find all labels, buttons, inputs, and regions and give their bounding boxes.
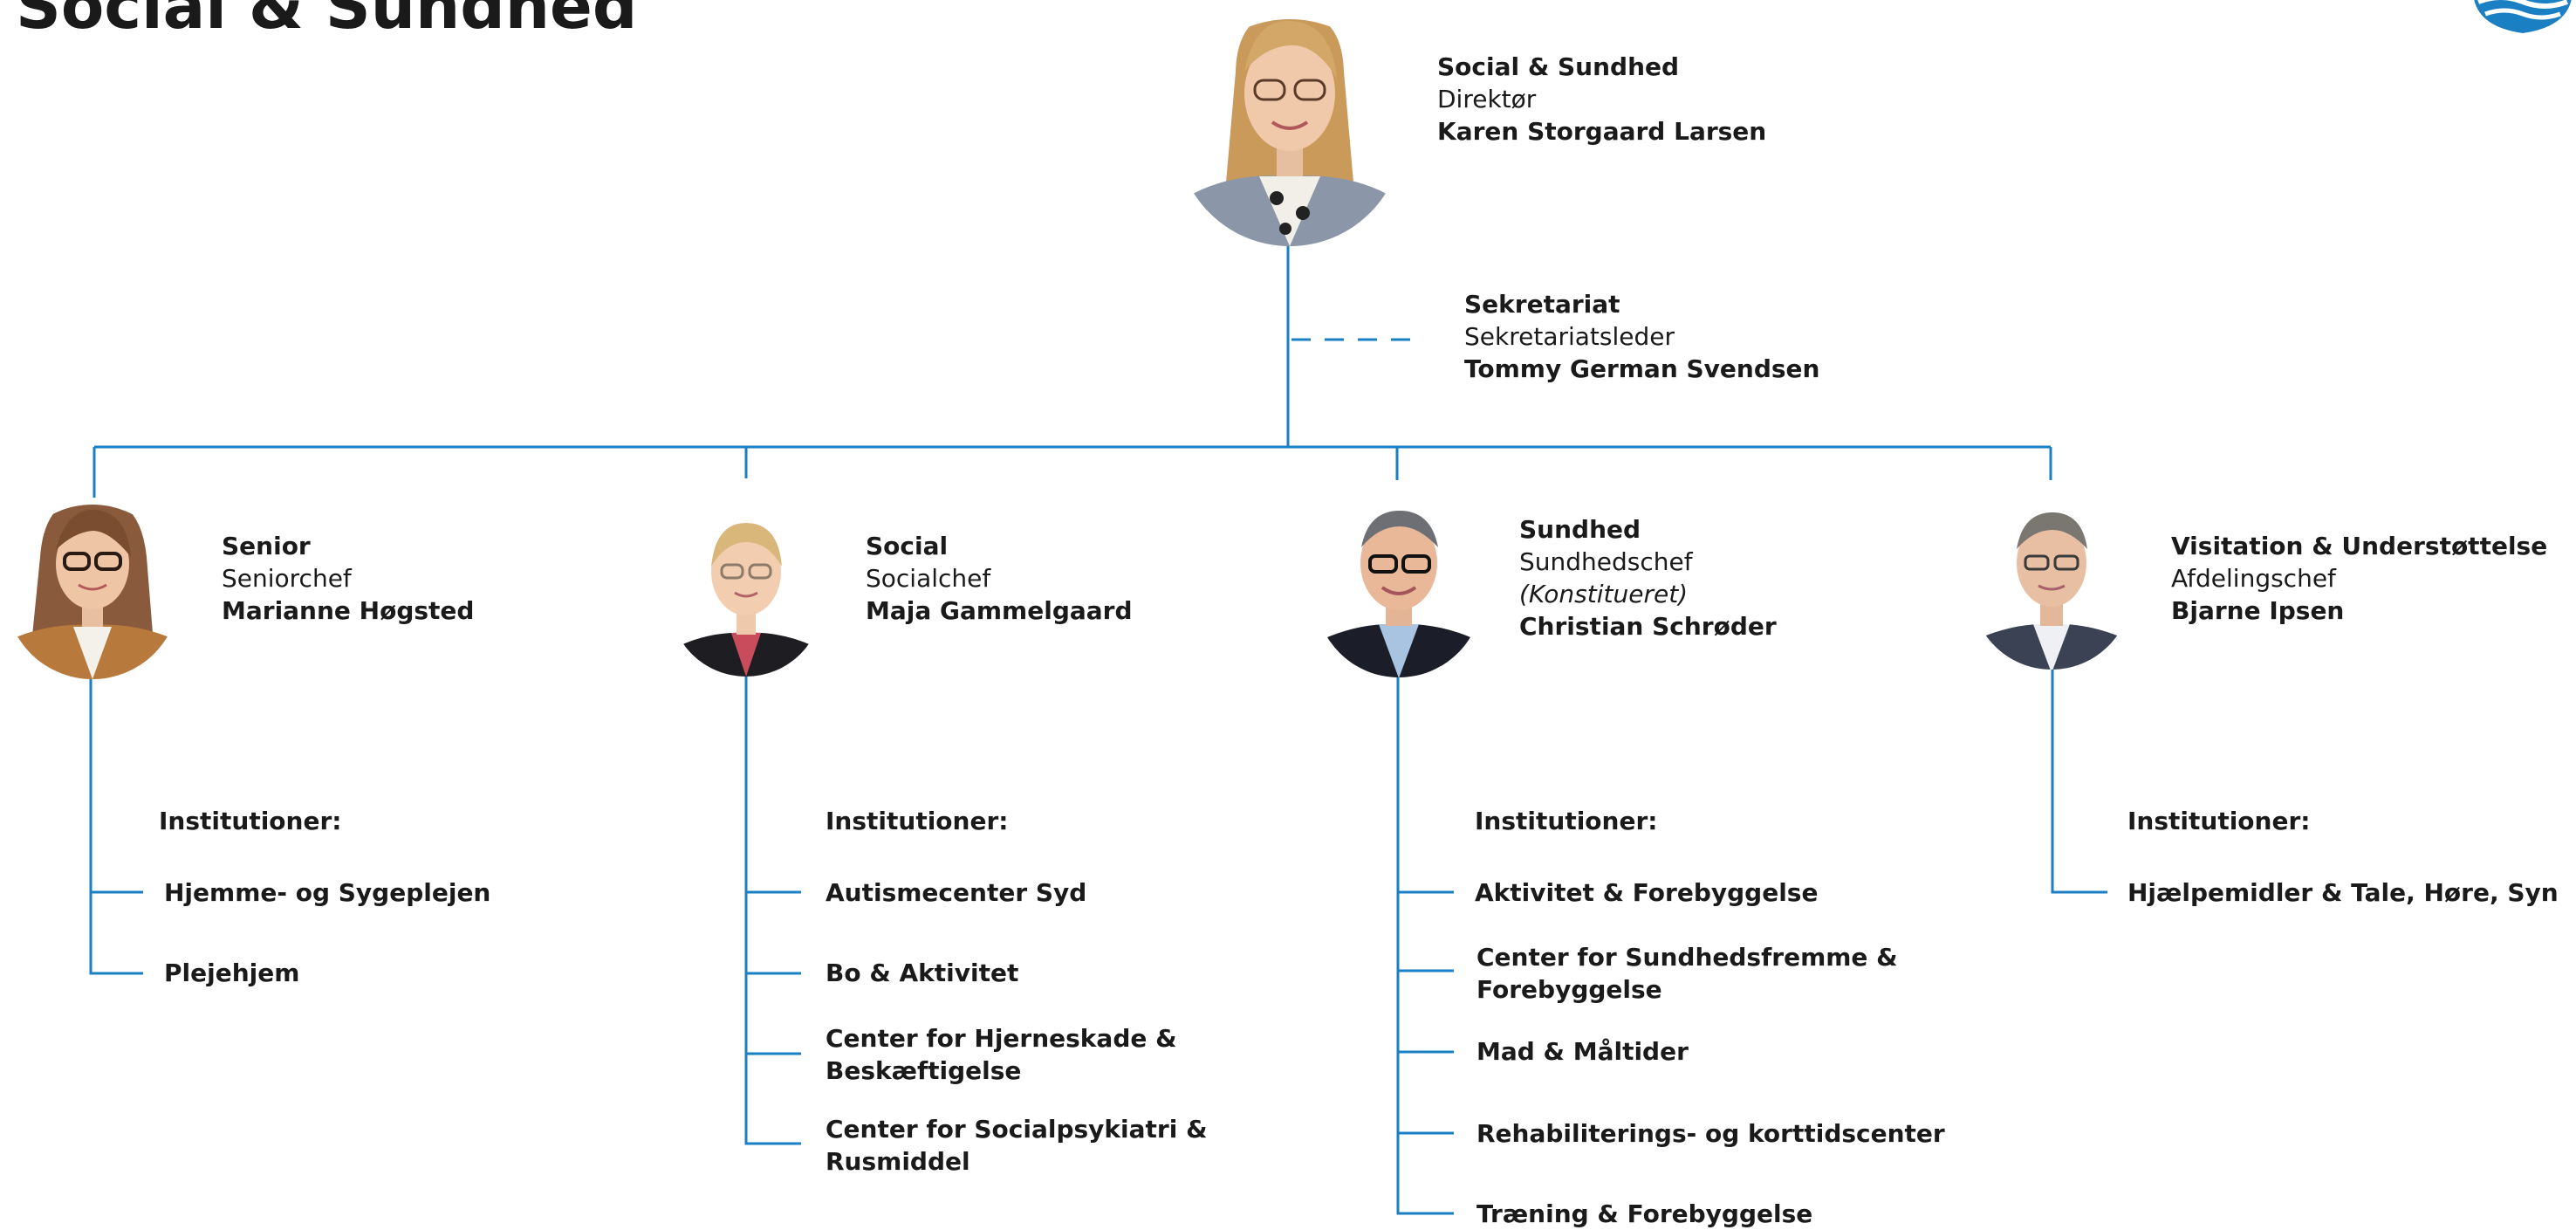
unit-name: Social (866, 532, 949, 560)
sundhed-chief-portrait-photo (1316, 510, 1482, 677)
municipality-crest-logo (2474, 0, 2572, 33)
sundhed-institutions-heading: Institutioner: (1475, 807, 1658, 835)
role-title: Sekretariatsleder (1464, 322, 1675, 351)
institution-item: Center for Sundhedsfremme & Forebyggelse (1476, 943, 1898, 1004)
role-title: Afdelingschef (2171, 564, 2336, 593)
senior-institutions-heading: Institutioner: (159, 807, 342, 835)
visitation-branch-line (2051, 670, 2107, 894)
institution-item: Autismecenter Syd (826, 878, 1087, 907)
role-title: Direktør (1437, 85, 1537, 113)
institution-item: Hjælpemidler & Tale, Høre, Syn (2127, 878, 2559, 907)
senior-department-info: Senior Seniorchef Marianne Høgsted (222, 530, 474, 627)
social-branch-line (744, 677, 801, 1145)
person-name: Bjarne Ipsen (2171, 596, 2345, 625)
unit-name: Social & Sundhed (1437, 52, 1680, 81)
page-title: Social & Sundhed (16, 0, 638, 43)
institution-item: Rehabiliterings- og korttidscenter (1476, 1119, 1945, 1148)
social-chief-portrait-photo (672, 523, 820, 677)
institution-item: Bo & Aktivitet (826, 959, 1019, 987)
role-title: Socialchef (866, 564, 991, 593)
visitation-chief-portrait-photo (1971, 509, 2132, 670)
social-institutions-heading: Institutioner: (826, 807, 1009, 835)
visitation-department-info: Visitation & Understøttelse Afdelingsche… (2171, 530, 2547, 627)
person-name: Christian Schrøder (1519, 612, 1777, 641)
role-title: Seniorchef (222, 564, 352, 593)
sundhed-department-info: Sundhed Sundhedschef (Konstitueret) Chri… (1519, 513, 1777, 642)
person-name: Marianne Høgsted (222, 596, 475, 625)
institution-item: Mad & Måltider (1476, 1037, 1689, 1066)
secretariat-info: Sekretariat Sekretariatsleder Tommy Germ… (1464, 288, 1819, 385)
institution-item: Center for Socialpsykiatri & Rusmiddel (826, 1115, 1208, 1176)
institution-item: Plejehjem (164, 959, 300, 987)
person-name: Karen Storgaard Larsen (1437, 117, 1767, 146)
unit-name: Senior (222, 532, 311, 560)
institution-item: Hjemme- og Sygeplejen (164, 878, 491, 907)
director-portrait-photo (1176, 19, 1403, 246)
visitation-institutions-heading: Institutioner: (2127, 807, 2311, 835)
social-department-info: Social Socialchef Maja Gammelgaard (866, 530, 1133, 627)
sundhed-branch-line (1396, 677, 1454, 1215)
unit-name: Sekretariat (1464, 290, 1620, 319)
person-name: Tommy German Svendsen (1464, 354, 1820, 383)
acting-note: (Konstitueret) (1519, 580, 1689, 608)
unit-name: Visitation & Understøttelse (2171, 532, 2548, 560)
institution-item: Træning & Forebyggelse (1476, 1199, 1813, 1228)
institution-item: Center for Hjerneskade & Beskæftigelse (826, 1024, 1177, 1085)
senior-chief-portrait-photo (5, 505, 180, 679)
director-info: Social & Sundhed Direktør Karen Storgaar… (1437, 51, 1766, 148)
senior-branch-line (89, 672, 143, 975)
institution-item: Aktivitet & Forebyggelse (1475, 878, 1819, 907)
unit-name: Sundhed (1519, 515, 1641, 544)
role-title: Sundhedschef (1519, 547, 1693, 576)
person-name: Maja Gammelgaard (866, 596, 1133, 625)
